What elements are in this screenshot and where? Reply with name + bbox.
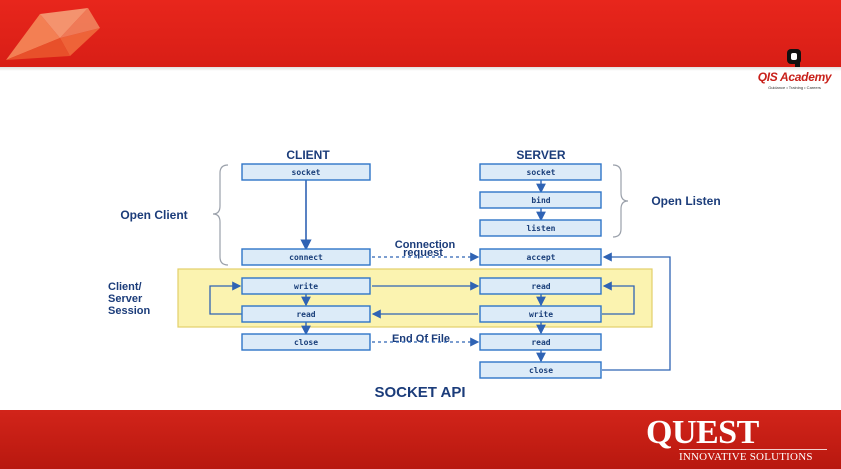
client-loop-arrow — [209, 281, 242, 315]
svg-text:read: read — [296, 310, 315, 319]
client-connect-box: connect — [241, 248, 371, 266]
bottom-banner — [0, 410, 841, 469]
svg-text:read: read — [531, 282, 550, 291]
server-listen-box: listen — [479, 219, 602, 237]
quest-brand: QUEST — [646, 414, 759, 451]
open-client-brace — [212, 164, 229, 266]
socket-api-title: SOCKET API — [374, 384, 465, 401]
origami-bird-icon — [6, 8, 100, 60]
server-bind-box: bind — [479, 191, 602, 209]
svg-text:listen: listen — [527, 223, 556, 233]
server-socket-box: socket — [479, 163, 602, 181]
client-title: CLIENT — [286, 148, 330, 162]
connection-request-line2: request — [403, 247, 443, 259]
svg-text:read: read — [531, 338, 550, 347]
close-to-accept-loop-arrow — [602, 252, 671, 371]
svg-text:write: write — [529, 309, 553, 319]
open-listen-label: Open Listen — [651, 194, 720, 208]
server-read-box: read — [479, 277, 602, 295]
session-label-line1: Client/ — [108, 281, 142, 293]
end-of-file-label: End Of File — [392, 333, 450, 345]
open-listen-brace — [612, 164, 629, 238]
qis-academy-tagline: Guidance • Training • Careers — [768, 85, 821, 90]
qis-academy-name: QIS Academy — [757, 70, 832, 84]
client-write-box: write — [241, 277, 371, 295]
quest-divider — [679, 449, 827, 450]
connection-request-line1: Connection — [395, 239, 456, 251]
svg-text:connect: connect — [289, 253, 323, 262]
svg-text:close: close — [529, 366, 553, 375]
server-read-eof-box: read — [479, 333, 602, 351]
server-accept-box: accept — [479, 248, 602, 266]
client-read-box: read — [241, 305, 371, 323]
server-title: SERVER — [516, 148, 565, 162]
svg-text:close: close — [294, 338, 318, 347]
session-label-line3: Session — [108, 305, 150, 317]
top-banner — [0, 0, 841, 67]
svg-text:write: write — [294, 281, 318, 291]
client-socket-box: socket — [241, 163, 371, 181]
open-client-label: Open Client — [120, 208, 187, 222]
svg-text:socket: socket — [527, 168, 556, 177]
svg-text:bind: bind — [531, 195, 550, 205]
qis-q-icon — [787, 49, 801, 67]
quest-tagline: INNOVATIVE SOLUTIONS — [679, 451, 813, 463]
server-loop-arrow — [602, 281, 635, 315]
server-write-box: write — [479, 305, 602, 323]
svg-text:accept: accept — [527, 253, 556, 262]
svg-text:socket: socket — [292, 168, 321, 177]
qis-academy-logo: QIS Academy Guidance • Training • Career… — [752, 46, 837, 94]
server-close-box: close — [479, 361, 602, 379]
banner-shadow — [0, 67, 841, 71]
session-label-line2: Server — [108, 293, 143, 305]
quest-logo: QUEST INNOVATIVE SOLUTIONS — [646, 414, 831, 464]
client-close-box: close — [241, 333, 371, 351]
